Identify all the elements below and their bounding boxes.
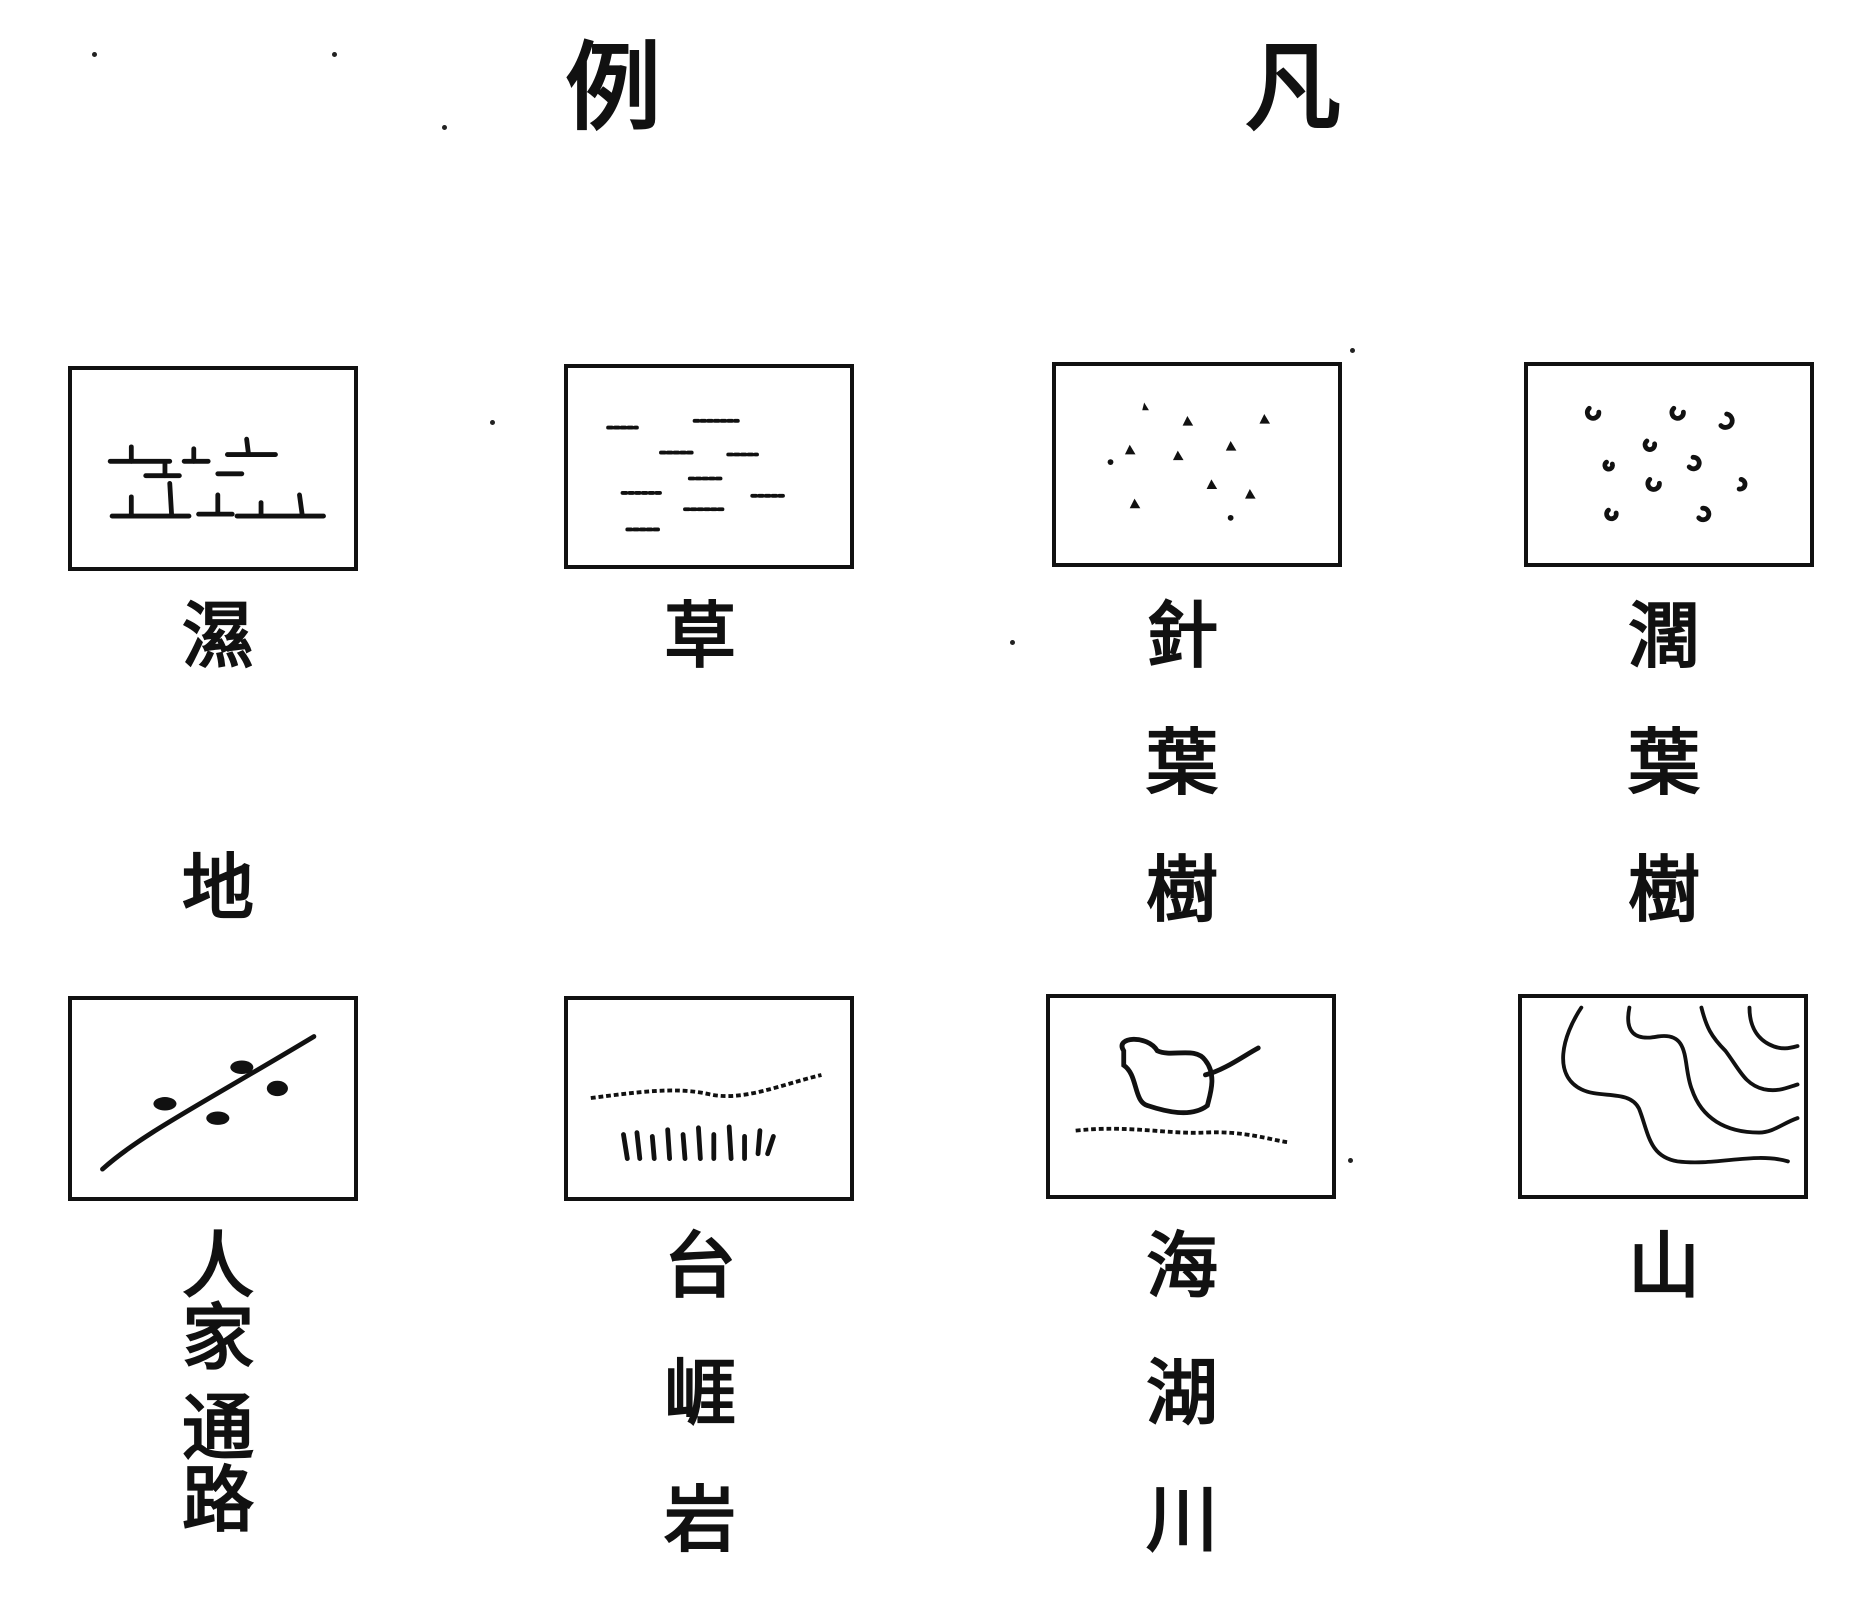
mountain-label: 山: [1627, 1223, 1700, 1308]
legend-title-char-1: 例: [565, 31, 661, 144]
broadleaf-symbol-box: [1524, 362, 1814, 567]
water-symbol-icon: [1075, 1036, 1288, 1145]
broadleaf-symbol-icon: [1585, 405, 1748, 523]
print-speck: [92, 52, 97, 57]
conifer-label: 針 葉 樹: [1145, 593, 1218, 932]
grass-label: 草: [663, 593, 736, 678]
cliff-label: 台 崕 岩: [663, 1223, 736, 1562]
grass-symbol-box: [564, 364, 854, 569]
cliff-symbol-icon: [590, 1073, 822, 1161]
contour-symbol-icon: [1561, 1005, 1800, 1165]
print-speck: [1350, 348, 1355, 353]
print-speck: [1348, 1158, 1353, 1163]
marsh-symbol-icon: [107, 436, 326, 519]
cliff-symbol-box: [564, 996, 854, 1201]
houses-road-symbol-icon: [100, 1034, 317, 1172]
water-label: 海 湖 川: [1145, 1223, 1218, 1562]
conifer-symbol-icon: [1107, 402, 1271, 521]
print-speck: [332, 52, 337, 57]
houses-road-label: 人 家 通 路: [181, 1223, 254, 1542]
print-speck: [442, 125, 447, 130]
conifer-symbol-box: [1052, 362, 1342, 567]
broadleaf-label: 濶 葉 樹: [1627, 593, 1700, 932]
print-speck: [490, 420, 495, 425]
mountain-symbol-box: [1518, 994, 1808, 1199]
wetland-symbol-box: [68, 366, 358, 571]
legend-title-char-2: 凡: [1245, 31, 1341, 144]
houses-road-symbol-box: [68, 996, 358, 1201]
wetland-label: 濕 地: [181, 593, 254, 930]
print-speck: [1010, 640, 1015, 645]
water-symbol-box: [1046, 994, 1336, 1199]
grass-symbol-icon: [606, 418, 788, 532]
